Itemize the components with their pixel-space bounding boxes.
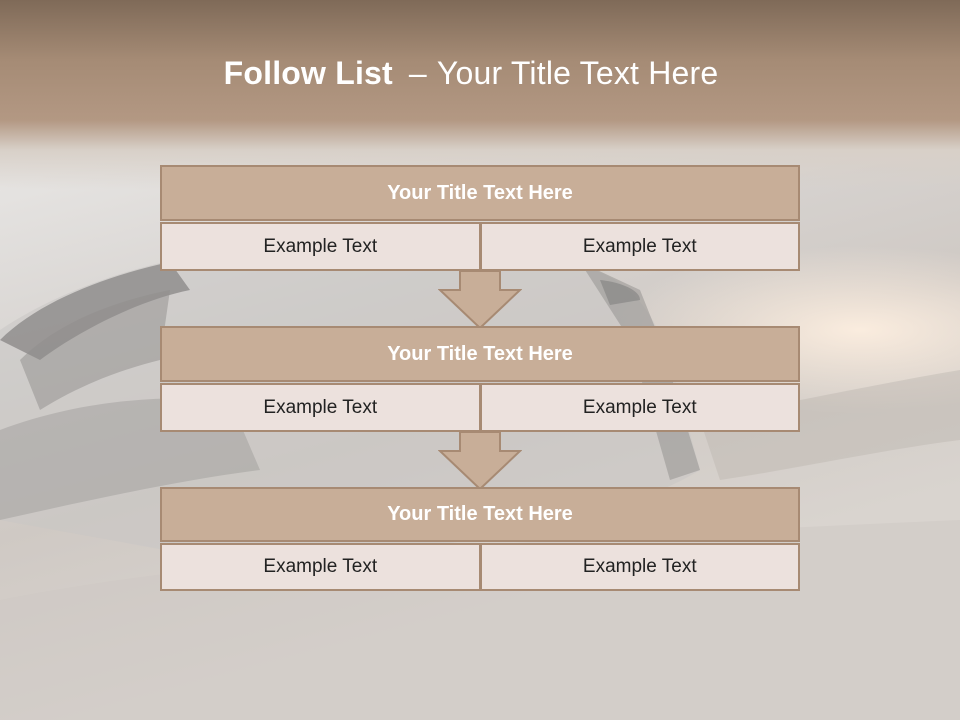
slide-title: Follow List–Your Title Text Here <box>0 55 942 92</box>
title-rest: Your Title Text Here <box>436 55 719 91</box>
step-2: Your Title Text Here Example Text Exampl… <box>160 326 800 432</box>
step-3-row: Example Text Example Text <box>160 543 800 591</box>
step-3-left-text: Example Text <box>160 543 481 591</box>
down-arrow-icon <box>438 431 522 491</box>
title-dash: – <box>408 55 427 91</box>
step-1-left-text: Example Text <box>160 222 481 271</box>
step-2-left-text: Example Text <box>160 383 481 432</box>
step-1-right-text: Example Text <box>480 222 800 271</box>
step-3: Your Title Text Here Example Text Exampl… <box>160 487 800 591</box>
step-2-title: Your Title Text Here <box>160 326 800 382</box>
step-1-row: Example Text Example Text <box>160 222 800 271</box>
step-1-title: Your Title Text Here <box>160 165 800 221</box>
step-2-right-text: Example Text <box>480 383 800 432</box>
title-bold: Follow List <box>223 55 393 91</box>
step-2-row: Example Text Example Text <box>160 383 800 432</box>
step-1: Your Title Text Here Example Text Exampl… <box>160 165 800 271</box>
down-arrow-icon <box>438 270 522 330</box>
step-3-title: Your Title Text Here <box>160 487 800 542</box>
step-3-right-text: Example Text <box>480 543 800 591</box>
